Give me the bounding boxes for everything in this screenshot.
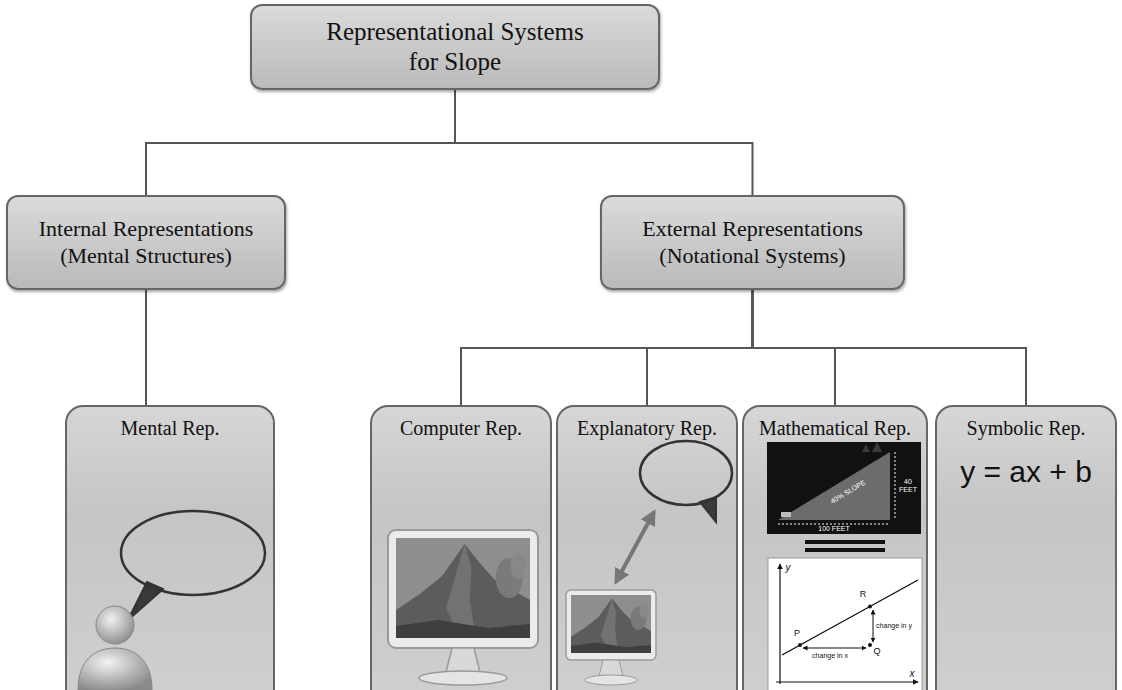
figure-label: x [910,668,915,679]
tree-connector [455,90,753,195]
representation-tab: Mathematical Rep. [742,405,928,690]
root-box: Representational Systems for Slope [250,4,660,90]
category-box: External Representations (Notational Sys… [600,195,905,290]
representation-tab: Explanatory Rep. [556,405,738,690]
figure-label: change in y [876,622,912,630]
tree-connector [146,90,455,195]
figure-label: Q [873,647,880,657]
node-heading: Computer Rep. [400,416,522,440]
representation-tab: Mental Rep. [65,405,275,690]
figure-label: change in x [812,652,848,660]
figure-label: y [786,562,791,573]
formula-text: y = ax + b [960,454,1092,490]
figure-label: 100 FEET [818,525,850,533]
node-heading: Explanatory Rep. [577,416,717,440]
figure-label: 40 FEET [897,478,919,493]
figure-label: P [794,629,800,639]
category-box: Internal Representations (Mental Structu… [6,195,286,290]
tree-connector [753,290,1027,405]
node-heading: External Representations (Notational Sys… [628,216,878,269]
node-heading: Representational Systems for Slope [315,17,595,77]
node-heading: Internal Representations (Mental Structu… [21,216,271,269]
figure-label: R [860,590,867,600]
representation-tab: Computer Rep. [370,405,552,690]
representation-tab: Symbolic Rep. y = ax + b [935,405,1117,690]
tree-connector [461,290,753,405]
node-heading: Symbolic Rep. [967,416,1086,440]
tree-connector [647,290,753,405]
tree-connector [145,290,147,405]
node-heading: Mathematical Rep. [759,416,911,440]
node-heading: Mental Rep. [121,416,220,440]
